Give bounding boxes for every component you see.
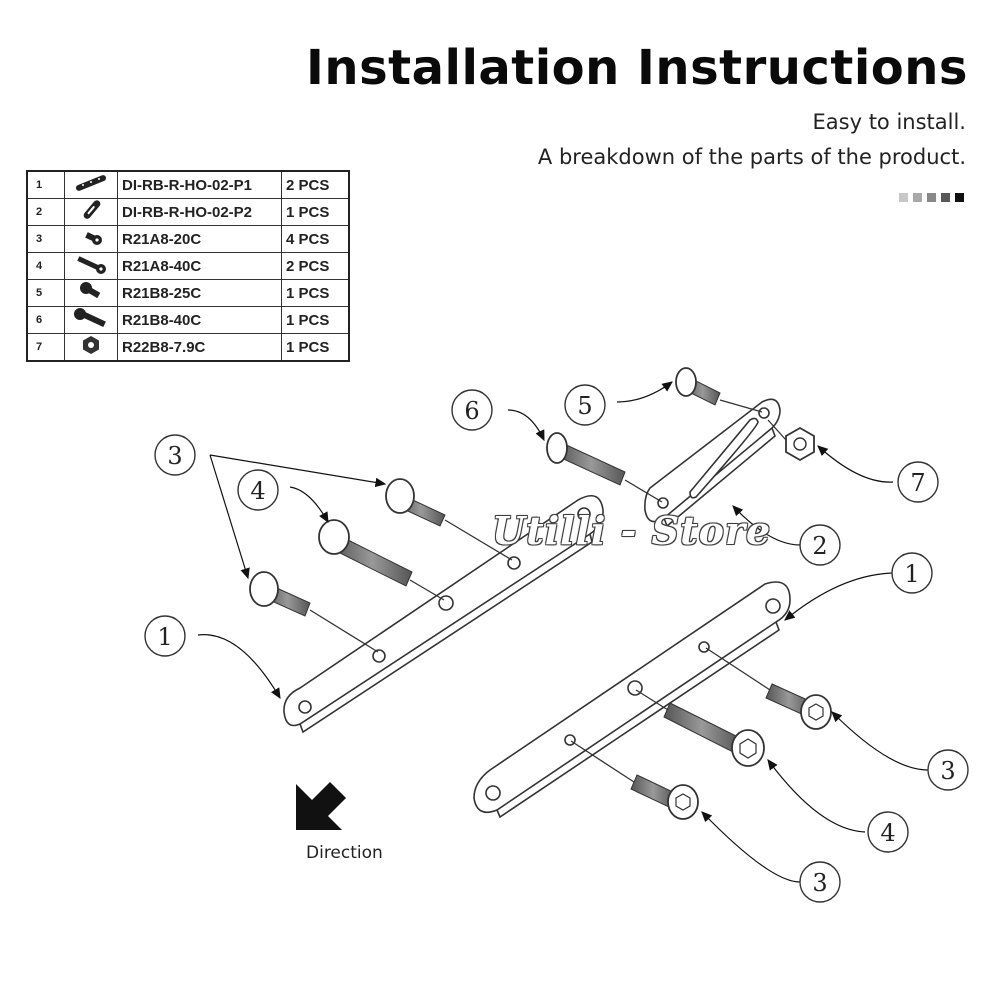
subtitle-easy: Easy to install. (812, 110, 966, 134)
bolt-3-right-top (765, 683, 832, 730)
dot-1 (899, 193, 908, 202)
callout-labels: 3 4 1 6 5 7 2 1 3 4 3 (157, 392, 955, 897)
direction-arrow-icon (296, 782, 346, 830)
callout-label: 3 (940, 757, 955, 785)
callout-label: 6 (464, 397, 479, 425)
long-flange-bolt-icon (64, 306, 118, 334)
callout-5 (564, 384, 606, 426)
dot-4 (941, 193, 950, 202)
parts-table: 1 DI-RB-R-HO-02-P1 2 PCS 2 DI-RB-R-HO-02… (26, 170, 350, 362)
callout-label: 5 (577, 392, 592, 420)
bolt-4-left (318, 519, 413, 587)
row-number: 7 (26, 333, 65, 362)
part-qty: 1 PCS (281, 306, 350, 334)
dot-3 (927, 193, 936, 202)
decorative-dots (899, 193, 964, 202)
part-qty: 1 PCS (281, 198, 350, 226)
callout-3-left (154, 434, 196, 476)
callout-label: 3 (167, 442, 182, 470)
dot-2 (913, 193, 922, 202)
part-qty: 2 PCS (281, 170, 350, 199)
part-code: R21A8-20C (117, 225, 282, 253)
dot-5 (955, 193, 964, 202)
callout-label: 4 (250, 477, 265, 505)
page-title: Installation Instructions (306, 40, 968, 96)
part-code: R21A8-40C (117, 252, 282, 280)
slotted-bar-icon (64, 198, 118, 226)
nut-7 (785, 426, 815, 462)
callout-label: 4 (880, 819, 895, 847)
callout-4-right (867, 811, 909, 853)
bolt-6 (546, 432, 626, 486)
callout-label: 7 (910, 469, 925, 497)
watermark: Utilli - Store (492, 508, 772, 553)
callout-1-right (891, 552, 933, 594)
table-row: 6 R21B8-40C 1 PCS (26, 306, 350, 334)
left-bracket (283, 494, 604, 734)
part-qty: 4 PCS (281, 225, 350, 253)
direction-label: Direction (306, 843, 383, 863)
callout-label: 1 (904, 560, 919, 588)
table-row: 1 DI-RB-R-HO-02-P1 2 PCS (26, 170, 350, 199)
part-code: DI-RB-R-HO-02-P1 (117, 170, 282, 199)
part-qty: 2 PCS (281, 252, 350, 280)
short-flange-bolt-icon (64, 279, 118, 307)
bolt-3-right-bottom (630, 774, 699, 820)
row-number: 6 (26, 306, 65, 334)
callouts (144, 384, 969, 903)
part-qty: 1 PCS (281, 279, 350, 307)
table-row: 3 R21A8-20C 4 PCS (26, 225, 350, 253)
slotted-plate (644, 398, 781, 528)
bolt-5 (675, 367, 721, 406)
right-bracket (473, 581, 791, 819)
row-number: 3 (26, 225, 65, 253)
subtitle-breakdown: A breakdown of the parts of the product. (537, 145, 966, 169)
callout-3-right-bottom (799, 861, 841, 903)
part-code: R21B8-40C (117, 306, 282, 334)
table-row: 4 R21A8-40C 2 PCS (26, 252, 350, 280)
table-row: 5 R21B8-25C 1 PCS (26, 279, 350, 307)
assembly-lines (309, 399, 787, 783)
long-bolt-icon (64, 252, 118, 280)
callout-label: 2 (812, 532, 827, 560)
callout-1-left (144, 615, 186, 657)
bolt-4-right (663, 702, 765, 767)
bolt-3-left (249, 571, 311, 617)
callout-6 (451, 389, 493, 431)
callout-label: 3 (812, 869, 827, 897)
part-code: R22B8-7.9C (117, 333, 282, 362)
callout-label: 1 (157, 623, 172, 651)
table-row: 2 DI-RB-R-HO-02-P2 1 PCS (26, 198, 350, 226)
callout-4-left (237, 469, 279, 511)
leader-lines (197, 381, 929, 883)
part-code: R21B8-25C (117, 279, 282, 307)
part-qty: 1 PCS (281, 333, 350, 362)
callout-3-right-top (927, 749, 969, 791)
table-row: 7 R22B8-7.9C 1 PCS (26, 333, 350, 362)
bolt-3-top-left (385, 478, 446, 527)
short-bolt-icon (64, 225, 118, 253)
callout-7 (897, 461, 939, 503)
nut-icon (64, 333, 118, 362)
part-code: DI-RB-R-HO-02-P2 (117, 198, 282, 226)
callout-2 (799, 524, 841, 566)
